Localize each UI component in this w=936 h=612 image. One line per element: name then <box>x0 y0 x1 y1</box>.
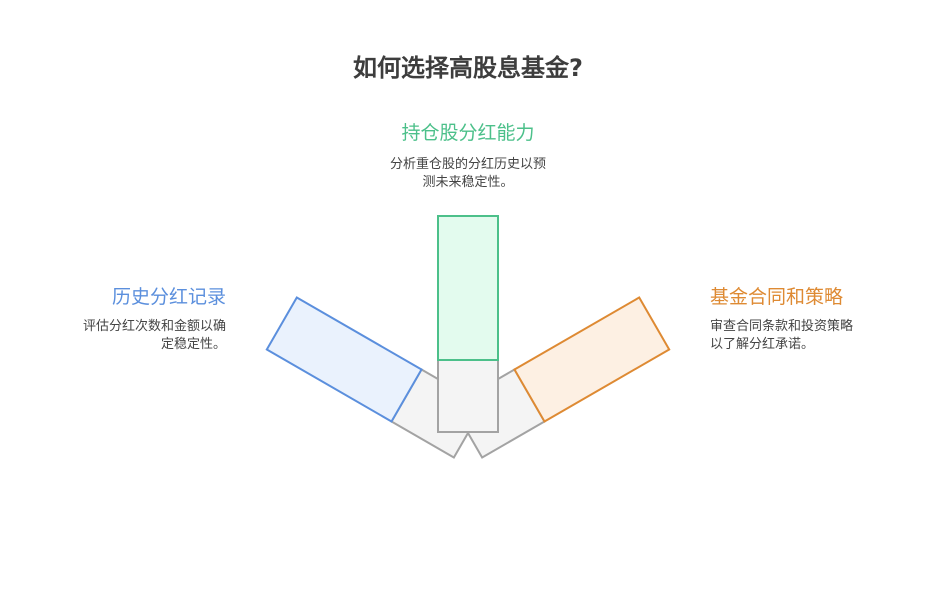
left-blade-card <box>265 296 423 423</box>
left-heading: 历史分红记录 <box>111 286 226 308</box>
top-blade <box>437 215 499 433</box>
left-description-line-1: 评估分红次数和金额以确 <box>82 319 226 334</box>
top-heading: 持仓股分红能力 <box>401 122 535 144</box>
top-description: 分析重仓股的分红历史以预 测未来稳定性。 <box>368 156 568 192</box>
left-description-line-2: 定稳定性。 <box>160 337 226 352</box>
page-title: 如何选择高股息基金? <box>353 54 583 82</box>
top-description-line-2: 测未来稳定性。 <box>422 175 514 190</box>
right-blade-card <box>513 296 671 423</box>
left-description: 评估分红次数和金额以确 定稳定性。 <box>26 318 226 354</box>
top-blade-card <box>437 215 499 361</box>
right-heading: 基金合同和策略 <box>710 286 844 308</box>
top-description-line-1: 分析重仓股的分红历史以预 <box>389 157 546 172</box>
top-blade-handle <box>437 359 499 433</box>
right-description: 审查合同条款和投资策略 以了解分红承诺。 <box>710 318 910 354</box>
right-description-line-1: 审查合同条款和投资策略 <box>710 319 854 334</box>
right-description-line-2: 以了解分红承诺。 <box>710 337 815 352</box>
